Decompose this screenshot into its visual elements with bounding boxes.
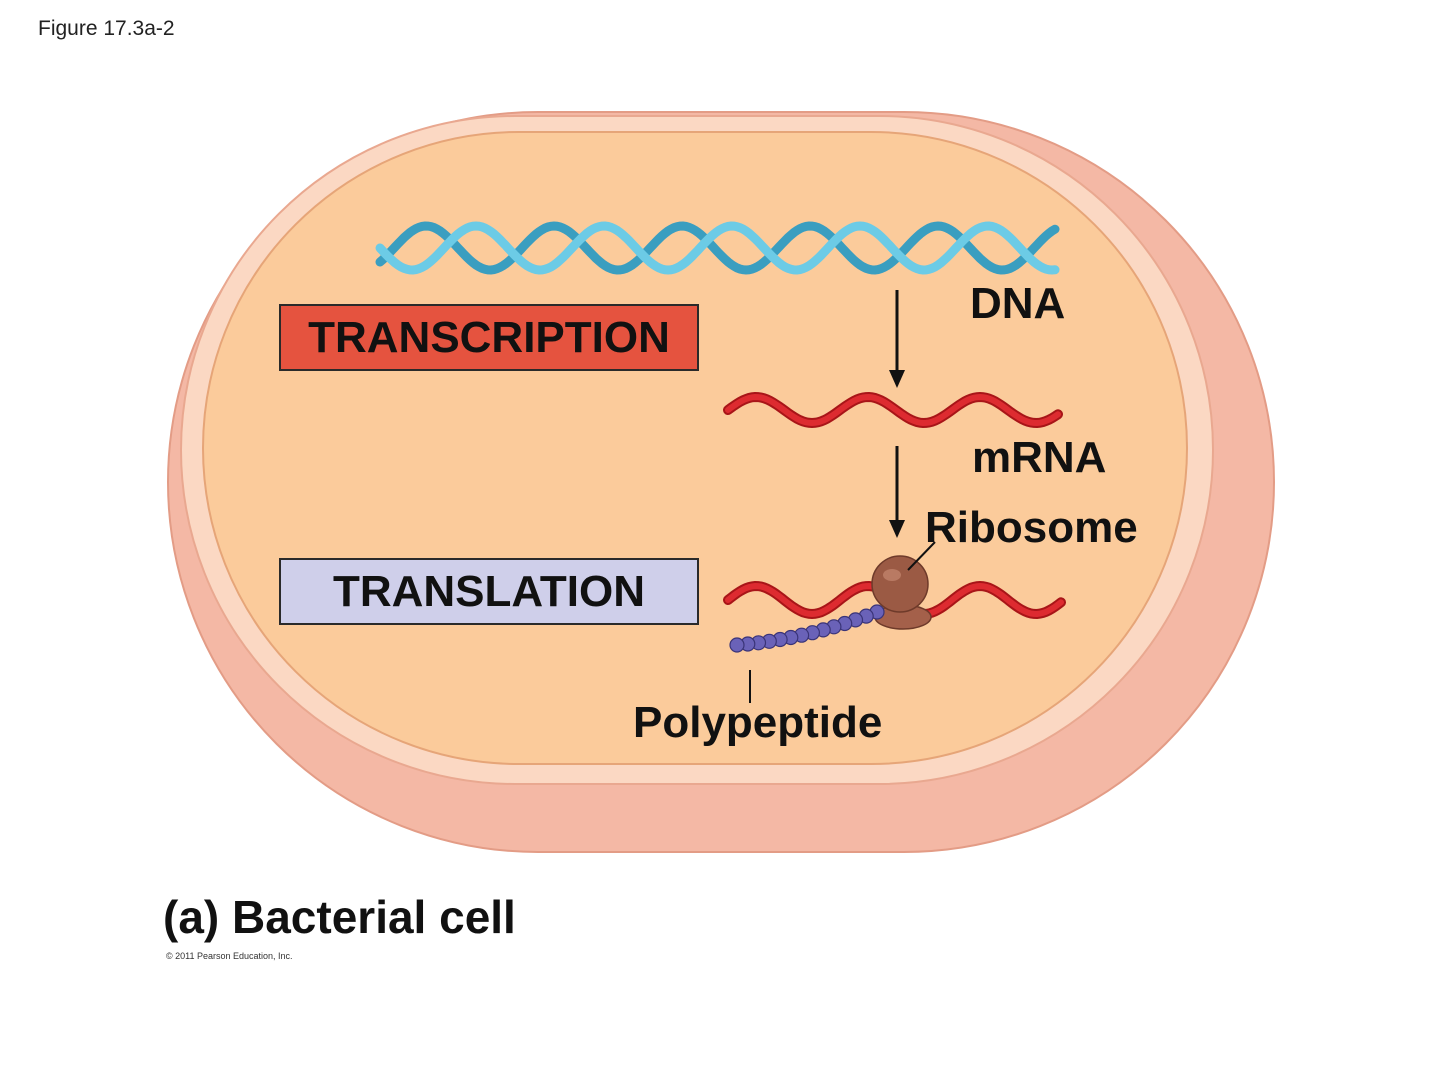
copyright-notice: © 2011 Pearson Education, Inc. bbox=[166, 951, 293, 961]
dna-strand-front bbox=[375, 221, 1060, 275]
polypeptide-label: Polypeptide bbox=[633, 698, 883, 747]
transcription-box: TRANSCRIPTION bbox=[279, 304, 699, 371]
translation-box: TRANSLATION bbox=[279, 558, 699, 625]
mrna-strand bbox=[723, 391, 1063, 429]
ribosome-icon bbox=[871, 555, 932, 630]
amino-acid-bead bbox=[729, 637, 745, 653]
transcription-label: TRANSCRIPTION bbox=[308, 312, 670, 362]
transcription-arrow bbox=[889, 290, 905, 388]
mrna-label: mRNA bbox=[972, 433, 1107, 482]
ribosome-leader-line bbox=[907, 541, 936, 571]
translation-arrow bbox=[889, 446, 905, 538]
dna-double-helix bbox=[375, 221, 1060, 275]
dna-label: DNA bbox=[970, 279, 1066, 328]
translation-label: TRANSLATION bbox=[332, 566, 646, 616]
figure-caption: (a) Bacterial cell bbox=[163, 891, 516, 943]
dna-strand-back bbox=[375, 221, 1060, 275]
polypeptide-chain bbox=[729, 604, 885, 653]
ribosome-label: Ribosome bbox=[925, 503, 1138, 552]
figure-label: Figure 17.3a-2 bbox=[38, 17, 175, 40]
